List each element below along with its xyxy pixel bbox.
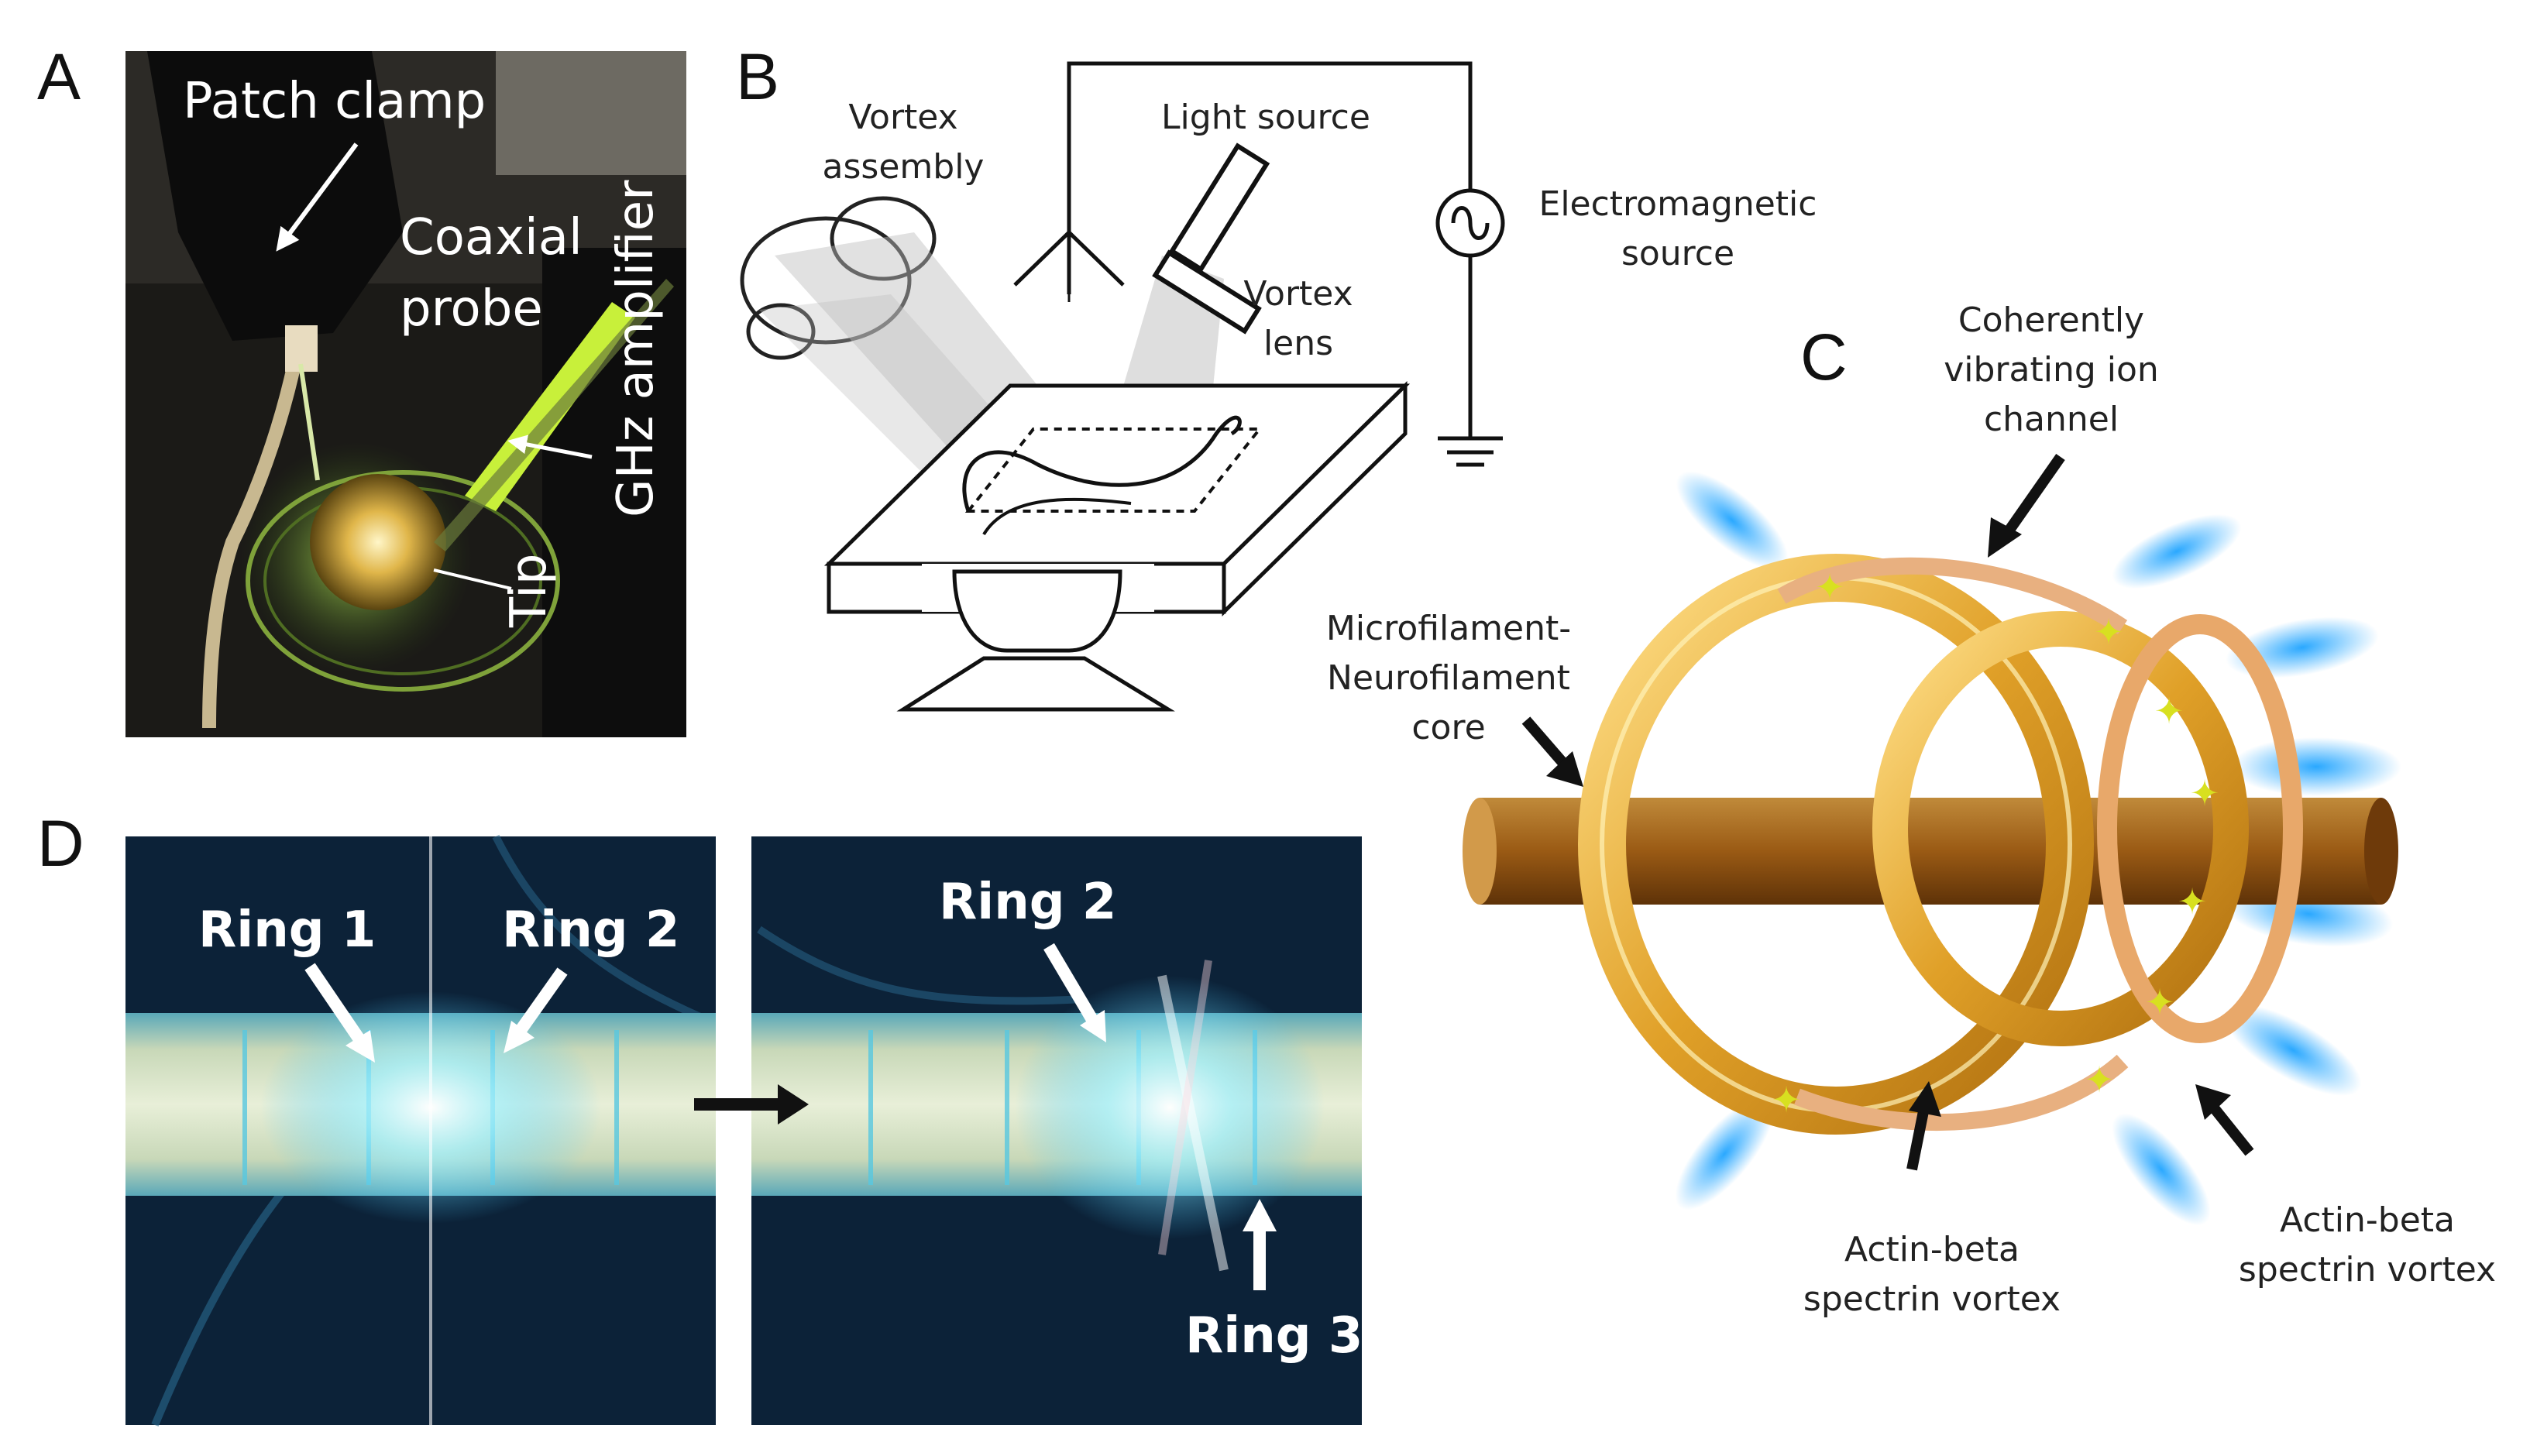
tip-label: Tip [500, 553, 558, 628]
ring2-left-arrow [512, 967, 568, 1039]
ion-channel-bands [1777, 557, 2129, 1131]
vortex-assembly-label-2: assembly [823, 147, 985, 187]
core-label-1: Microfilament- [1326, 609, 1571, 648]
panel-d-image-right [751, 836, 1362, 1425]
svg-text:✦: ✦ [2145, 982, 2175, 1022]
tip-pointer [433, 568, 512, 590]
vortex-lens-icon [1152, 249, 1262, 335]
ring3-label: Ring 3 [1185, 1307, 1363, 1365]
ac-source-icon [1435, 188, 1505, 258]
panel-a-photo [125, 51, 686, 737]
svg-text:✦: ✦ [1772, 1080, 1802, 1120]
ring2-right-label: Ring 2 [939, 874, 1116, 931]
vortex-assembly-rings [740, 196, 937, 360]
panel-b: B [736, 40, 1817, 712]
svg-text:✦: ✦ [2178, 881, 2208, 922]
ring2-right-arrow [1043, 943, 1099, 1026]
microscope-objective [896, 569, 1175, 712]
coaxial-label: Coaxial [400, 209, 583, 266]
ion-channel-markers: ✦ ✦ ✦ ✦ ✦ ✦ ✦ ✦ [1772, 567, 2220, 1120]
core-label-2: Neurofilament [1327, 658, 1570, 698]
panel-b-letter: B [736, 40, 779, 113]
em-source-label-2: source [1621, 234, 1734, 273]
panel-d-transition-arrow [694, 1084, 809, 1125]
vortex-assembly-label-1: Vortex [848, 98, 957, 137]
vortex-left-arrow [1906, 1106, 1930, 1171]
vortex-lens-label-1: Vortex [1243, 274, 1353, 314]
vortex-right-label-2: spectrin vortex [2239, 1250, 2496, 1289]
probe-fork-icon [1013, 229, 1125, 302]
vortex-left-label-2: spectrin vortex [1803, 1279, 2061, 1319]
ion-channel-label-3: channel [1984, 400, 2119, 439]
panel-a: A Patch clamp Coaxial probe GHz amplifie… [37, 40, 686, 737]
ghz-amplifier-arrow [507, 434, 593, 459]
ring1-label: Ring 1 [198, 901, 376, 959]
panel-d-letter: D [37, 807, 84, 880]
ring2-left-label: Ring 2 [502, 901, 679, 959]
vortex-right-label-1: Actin-beta [2280, 1200, 2455, 1240]
svg-text:✦: ✦ [2094, 612, 2124, 652]
panel-d: D [37, 807, 1363, 1427]
ghz-amplifier-label: GHz amplifier [607, 180, 665, 517]
light-source-label: Light source [1161, 98, 1370, 137]
patch-clamp-arrow [276, 143, 359, 252]
ring1-arrow [304, 963, 368, 1048]
patch-clamp-label: Patch clamp [183, 73, 486, 130]
light-source-icon [1168, 143, 1270, 273]
core-arrow [1521, 716, 1571, 771]
ion-channel-label-1: Coherently [1958, 300, 2144, 340]
vortex-left-label-1: Actin-beta [1844, 1230, 2020, 1269]
em-source-label-1: Electromagnetic [1539, 184, 1817, 224]
panel-d-image-left [125, 834, 716, 1427]
svg-text:✦: ✦ [1815, 567, 1845, 607]
probe-label: probe [400, 280, 543, 338]
ion-channel-arrow [2002, 453, 2065, 538]
ion-channel-label-2: vibrating ion [1944, 350, 2159, 390]
svg-text:✦: ✦ [2190, 773, 2220, 813]
vortex-lens-label-2: lens [1263, 324, 1333, 363]
core-label-3: core [1411, 708, 1485, 747]
vortex-ring-right [1872, 611, 2303, 1046]
circuit-wire [1067, 61, 1503, 467]
panel-c-letter: C [1800, 321, 1848, 393]
svg-text:✦: ✦ [2154, 691, 2185, 731]
svg-text:✦: ✦ [2085, 1059, 2115, 1100]
panel-a-letter: A [37, 40, 81, 113]
vortex-right-arrow [2208, 1102, 2254, 1156]
panel-c: C ✦ ✦ [1326, 300, 2496, 1319]
